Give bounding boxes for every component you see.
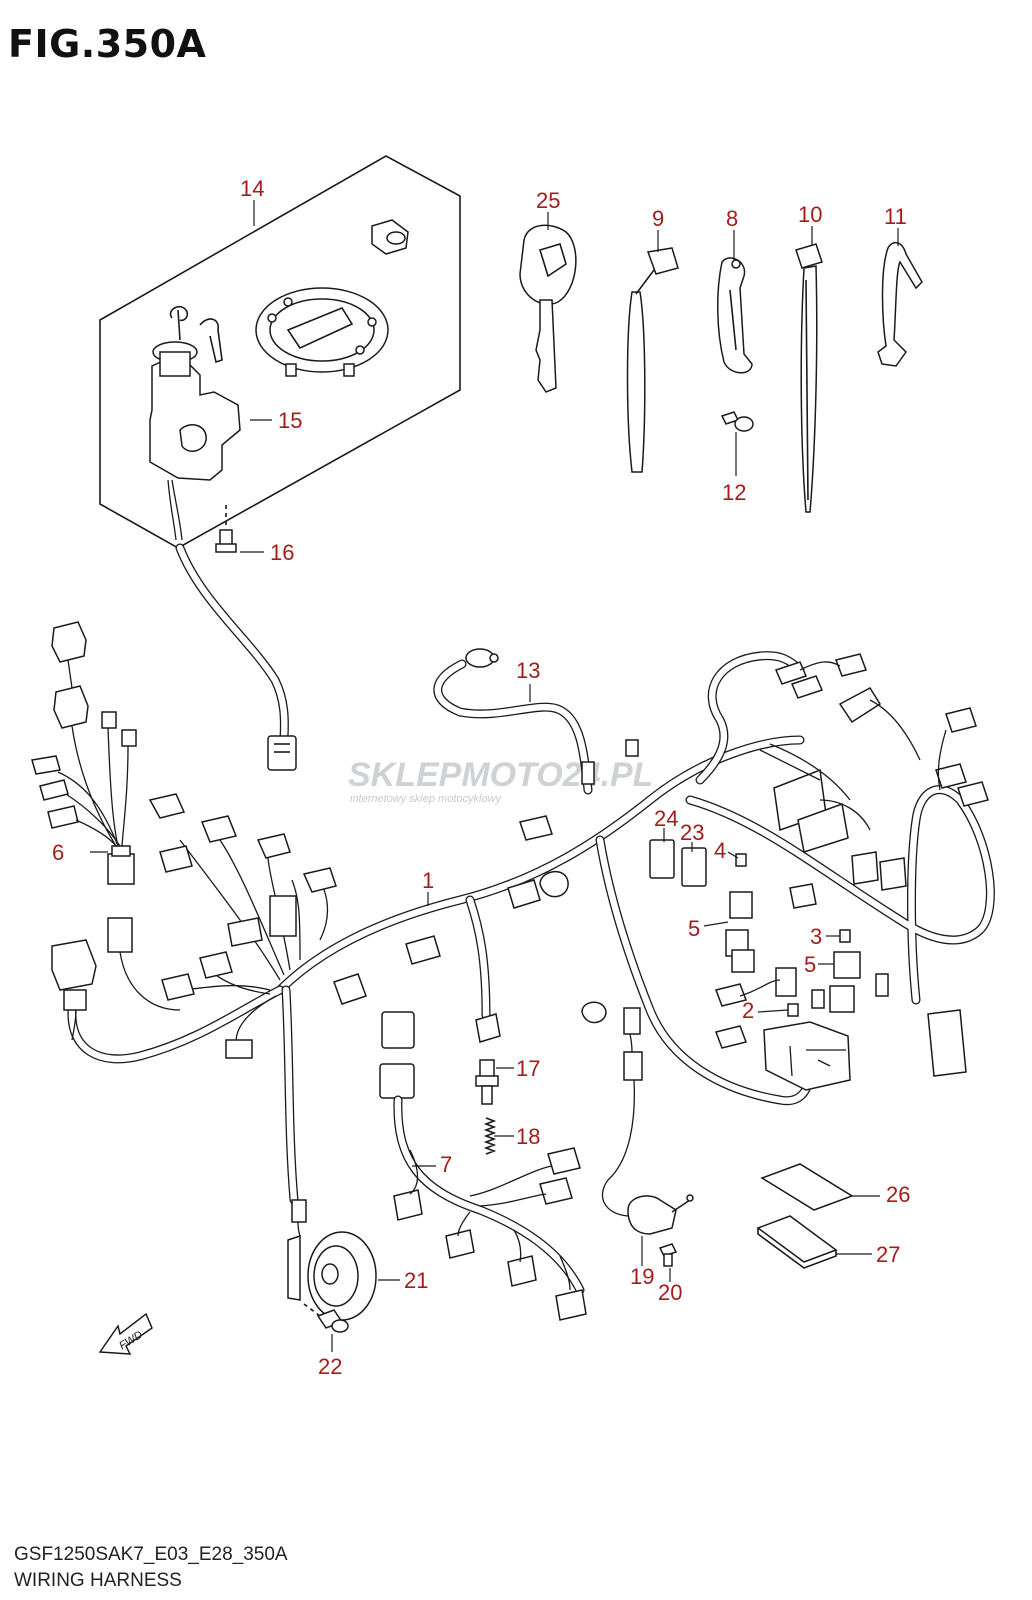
seat-lock[interactable]	[371, 219, 409, 255]
callout-24: 24	[654, 806, 678, 831]
callout-12: 12	[722, 480, 746, 505]
clamp-band-9[interactable]	[626, 247, 679, 473]
callout-25: 25	[536, 188, 560, 213]
watermark-brand: SKLEPMOTO24.PL	[348, 756, 653, 794]
callout-11: 11	[884, 204, 907, 229]
fuel-cap-lock[interactable]	[255, 287, 389, 377]
label-sheet-26[interactable]	[760, 1163, 854, 1211]
callout-3: 3	[810, 924, 822, 949]
neutral-switch-17[interactable]	[475, 1013, 501, 1105]
callout-10: 10	[798, 202, 822, 227]
callout-2: 2	[742, 998, 754, 1023]
ignition-switch[interactable]	[149, 305, 241, 541]
main-wiring-harness[interactable]	[51, 651, 995, 1217]
callout-18: 18	[516, 1124, 540, 1149]
callout-20: 20	[658, 1280, 682, 1305]
horn-21[interactable]	[287, 1199, 377, 1321]
callout-7: 7	[440, 1152, 452, 1177]
clamp-11[interactable]	[877, 241, 923, 367]
bolt-22[interactable]	[303, 1303, 349, 1333]
callout-8: 8	[726, 206, 738, 231]
callout-labels: 1 2 3 4 5 5 6 7 8 9 10 11 12 13 14 15 16…	[52, 176, 910, 1379]
callout-5a: 5	[688, 916, 700, 941]
watermark-tagline: internetowy sklep motocyklowy	[350, 793, 503, 805]
callout-21: 21	[404, 1268, 428, 1293]
watermark: SKLEPMOTO24.PL internetowy sklep motocyk…	[348, 756, 653, 805]
model-code: GSF1250SAK7_E03_E28_350A	[14, 1544, 288, 1565]
callout-5b: 5	[804, 952, 816, 977]
sensor-19[interactable]	[627, 1194, 694, 1235]
callout-16: 16	[270, 540, 294, 565]
spring-18[interactable]	[483, 1117, 497, 1155]
callout-14: 14	[240, 176, 264, 201]
callout-26: 26	[886, 1182, 910, 1207]
diagram-caption: WIRING HARNESS	[14, 1570, 182, 1591]
callout-17: 17	[516, 1056, 540, 1081]
screw-20[interactable]	[658, 1243, 678, 1267]
callout-9: 9	[652, 206, 664, 231]
connector-group-6[interactable]	[31, 621, 137, 885]
callout-22: 22	[318, 1354, 342, 1379]
fwd-arrow: FWD	[98, 1312, 153, 1355]
ignition-wire	[175, 543, 297, 771]
callout-23: 23	[680, 820, 704, 845]
leader-lines	[90, 200, 899, 1352]
callout-6: 6	[52, 840, 64, 865]
callout-15: 15	[278, 408, 302, 433]
clamp-8[interactable]	[716, 257, 753, 374]
callout-13: 13	[516, 658, 540, 683]
callout-19: 19	[630, 1264, 654, 1289]
figure-title: FIG.350A	[8, 22, 207, 66]
ignition-set-box	[99, 155, 461, 549]
sub-harness-7[interactable]	[379, 1063, 587, 1321]
bolt-16[interactable]	[215, 505, 237, 553]
callout-4: 4	[714, 838, 726, 863]
bolt-12[interactable]	[720, 411, 754, 432]
sensor-lead-13[interactable]	[433, 648, 595, 795]
key-25[interactable]	[519, 224, 577, 393]
callout-1: 1	[422, 868, 434, 893]
label-sheet-27[interactable]	[756, 1215, 838, 1269]
callout-27: 27	[876, 1242, 900, 1267]
cable-tie-10[interactable]	[795, 243, 823, 513]
